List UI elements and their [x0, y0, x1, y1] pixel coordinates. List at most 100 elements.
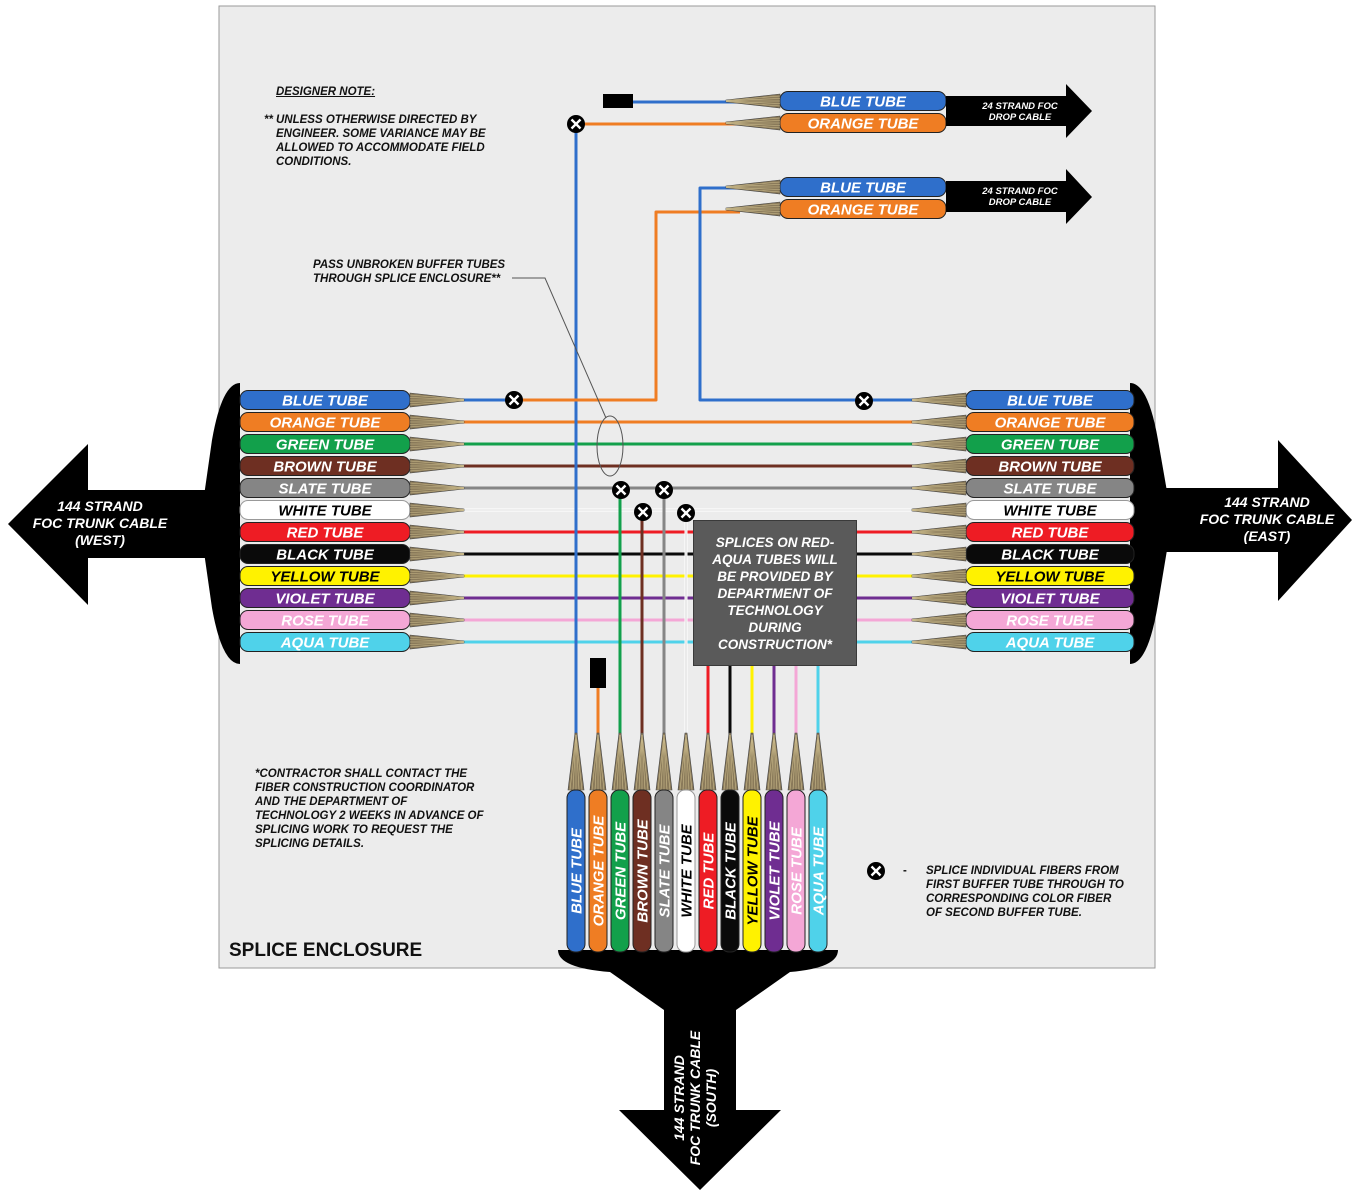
- east-tube-violet-tube-label: VIOLET TUBE: [1000, 591, 1100, 608]
- west-tube-rose-tube-label: ROSE TUBE: [281, 613, 370, 630]
- south-tube-blue-tube-strand: [572, 734, 577, 791]
- drop-cable-label-line: DROP CABLE: [988, 197, 1052, 208]
- drop1-tube-blue-tube: BLUE TUBE: [779, 91, 947, 111]
- east-tube-violet-tube: VIOLET TUBE: [965, 588, 1135, 608]
- west-cone-yellow-tube-strand: [409, 573, 465, 576]
- west-cone-blue-tube-strand: [409, 400, 465, 403]
- west-cone-aqua-tube: [409, 634, 465, 650]
- west-cone-rose-tube-strand: [409, 620, 465, 623]
- west-tube-slate-tube: SLATE TUBE: [239, 478, 411, 498]
- west-tube-violet-tube: VIOLET TUBE: [239, 588, 411, 608]
- west-cone-white-tube-strand: [409, 510, 465, 516]
- east-cone-slate-tube-strand: [911, 488, 967, 491]
- south-tube-red-tube-body: [698, 789, 718, 953]
- west-cone-yellow-tube-strand: [409, 576, 465, 582]
- east-trunk-label-line: (EAST): [1243, 528, 1291, 544]
- east-tube-slate-tube-label: SLATE TUBE: [1003, 481, 1097, 498]
- south-cable-fan: [558, 950, 838, 1010]
- south-tube-orange-tube-strand: [594, 734, 599, 791]
- drop2-tube-orange-tube-label: ORANGE TUBE: [808, 202, 920, 219]
- contractor-note-line: TECHNOLOGY 2 WEEKS IN ADVANCE OF: [255, 810, 484, 822]
- west-cone-blue-tube-strand: [409, 400, 465, 406]
- south-tube-black-tube-strand: [729, 734, 734, 791]
- east-cone-yellow-tube-strand: [911, 576, 967, 579]
- east-tube-red-tube: RED TUBE: [965, 522, 1135, 542]
- south-tube-white-tube-strand: [682, 734, 687, 791]
- east-cone-white-tube-strand: [911, 507, 967, 510]
- south-tube-blue-tube-strand: [575, 734, 580, 791]
- east-cone-slate-tube-strand: [911, 488, 967, 494]
- south-tube-orange-tube-label: ORANGE TUBE: [591, 815, 608, 927]
- east-cone-rose-tube-strand: [911, 620, 967, 623]
- south-tube-orange-tube-strand: [597, 734, 605, 791]
- drop-cable-2-arrow: [946, 169, 1092, 224]
- south-tube-red-tube-label: RED TUBE: [701, 832, 718, 910]
- south-tube-blue-tube-strand: [575, 734, 583, 791]
- west-cone-blue-tube-strand: [409, 397, 465, 400]
- south-tube-violet-tube: VIOLET TUBE: [764, 732, 784, 953]
- south-tube-yellow-tube-strand: [745, 734, 753, 791]
- drop2-tube-orange-tube-cone-strand: [725, 209, 781, 215]
- drop1-tube-blue-tube-cone: [725, 93, 781, 109]
- west-tube-yellow-tube-label: YELLOW TUBE: [270, 569, 380, 586]
- south-tube-rose-tube-strand: [792, 734, 797, 791]
- south-tube-green-tube-body: [610, 789, 630, 953]
- designer-note-mark: **: [264, 114, 273, 126]
- south-tube-blue-tube-body: [566, 789, 586, 953]
- splice-box-line: CONSTRUCTION*: [718, 637, 832, 652]
- east-cone-orange-tube-strand: [911, 422, 967, 425]
- drop2-tube-orange-tube-cone: [725, 201, 781, 217]
- east-cone-green-tube: [911, 436, 967, 452]
- west-cone-slate-tube-strand: [409, 485, 465, 488]
- drop1-tube-blue-tube-cone-strand: [725, 101, 781, 104]
- south-tube-yellow-tube: YELLOW TUBE: [742, 732, 762, 953]
- south-tube-green-tube-strand: [613, 734, 621, 791]
- south-tube-slate-tube-strand: [660, 734, 665, 791]
- south-tube-red-tube-strand: [707, 734, 712, 791]
- west-cone-yellow-tube: [409, 568, 465, 584]
- west-cone-violet-tube-strand: [409, 598, 465, 604]
- splice-x-icon: [655, 481, 673, 499]
- west-tube-brown-tube-label: BROWN TUBE: [273, 459, 377, 476]
- west-cone-white-tube-strand: [409, 504, 465, 510]
- west-cone-slate-tube-strand: [409, 488, 465, 494]
- south-tube-white-tube-strand: [685, 734, 693, 791]
- west-cone-yellow-tube-strand: [409, 570, 465, 576]
- designer-note: ** UNLESS OTHERWISE DIRECTED BY ENGINEER…: [264, 113, 486, 169]
- west-cone-black-tube-strand: [409, 551, 465, 554]
- south-tube-aqua-tube-label: AQUA TUBE: [811, 826, 828, 917]
- east-tube-green-tube-label: GREEN TUBE: [1001, 437, 1100, 454]
- west-cone-rose-tube-strand: [409, 617, 465, 620]
- splice-layer: [505, 115, 885, 880]
- south-trunk-label-line: (SOUTH): [703, 1068, 719, 1128]
- south-tube-rose-tube-strand: [789, 734, 797, 791]
- west-tube-yellow-tube: YELLOW TUBE: [239, 566, 411, 586]
- east-cone-slate-tube-strand: [911, 485, 967, 488]
- west-cone-black-tube-strand: [409, 554, 465, 557]
- drop1-tube-blue-tube-label: BLUE TUBE: [820, 94, 907, 111]
- west-tube-aqua-tube: AQUA TUBE: [239, 632, 411, 652]
- drop1-tube-blue-tube-cone-strand: [725, 95, 781, 101]
- splice-x-icon: [612, 481, 630, 499]
- south-tube-aqua-tube-strand: [814, 734, 819, 791]
- drop-cable-label-line: 24 STRAND FOC: [982, 186, 1058, 197]
- south-tube-brown-tube-strand: [635, 734, 643, 791]
- east-cone-yellow-tube: [911, 568, 967, 584]
- south-tube-violet-tube-strand: [767, 734, 775, 791]
- west-cone-rose-tube: [409, 612, 465, 628]
- east-trunk-arrow: [1158, 440, 1352, 601]
- east-tube-brown-tube: BROWN TUBE: [965, 456, 1135, 476]
- east-cone-yellow-tube-strand: [911, 570, 967, 576]
- east-cone-aqua-tube-strand: [911, 636, 967, 642]
- east-cone-rose-tube-strand: [911, 614, 967, 620]
- west-cone-slate-tube-strand: [409, 488, 465, 491]
- drop1-tube-blue-tube-cone-strand: [725, 101, 781, 107]
- pass-note-line: THROUGH SPLICE ENCLOSURE**: [313, 273, 501, 285]
- east-trunk-label-line: 144 STRAND: [1224, 494, 1310, 510]
- south-tube-slate-tube-strand: [657, 734, 665, 791]
- east-tube-black-tube-label: BLACK TUBE: [1001, 547, 1099, 564]
- west-cone-green-tube-strand: [409, 444, 465, 447]
- drop2-tube-orange-tube: ORANGE TUBE: [779, 199, 947, 219]
- west-tube-orange-tube: ORANGE TUBE: [239, 412, 411, 432]
- east-tube-slate-tube: SLATE TUBE: [965, 478, 1135, 498]
